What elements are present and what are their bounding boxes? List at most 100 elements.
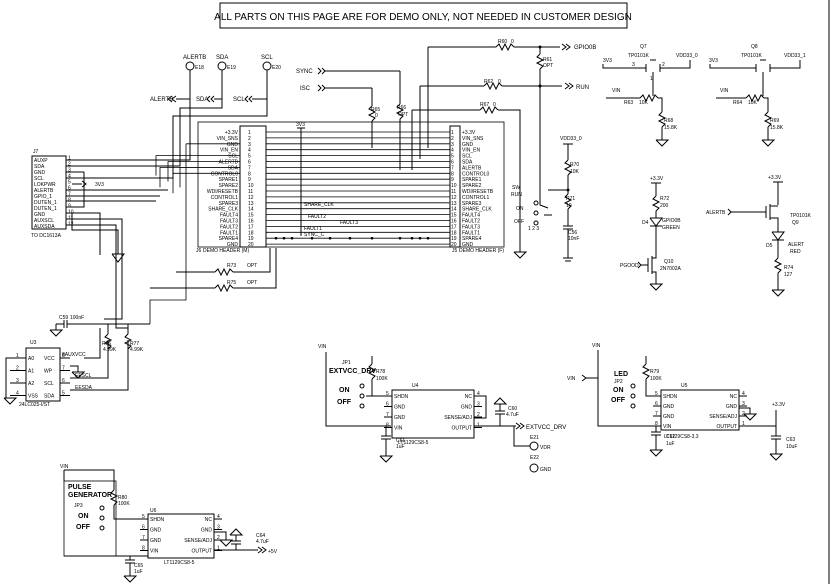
junction-dot <box>418 236 422 240</box>
j6-pin-number: 12 <box>248 195 254 201</box>
resistor-r65: R65 0 <box>367 88 380 148</box>
svg-text:0: 0 <box>375 113 378 119</box>
j6-pin-number: 13 <box>248 201 254 207</box>
svg-text:D5: D5 <box>766 243 773 249</box>
svg-text:OPT: OPT <box>247 263 257 269</box>
j6-pin-label: VIN_EN <box>220 148 238 154</box>
svg-text:E20: E20 <box>272 65 281 71</box>
j7-pin-label: DUTEN_1 <box>34 200 57 206</box>
net-run: RUN <box>564 82 589 91</box>
svg-text:ALERTB: ALERTB <box>706 210 726 216</box>
j6-pin-number: 6 <box>248 160 251 166</box>
j5-pin-number: 9 <box>451 177 454 183</box>
svg-text:VIN: VIN <box>720 88 729 94</box>
svg-text:+3.3V: +3.3V <box>768 175 782 181</box>
j6-pin-label: VIN_SNS <box>217 136 239 142</box>
j6-pin-label: CONTROL1 <box>211 195 238 201</box>
ldo-pin-number: 5 <box>655 391 658 397</box>
j5-pin-label: FAULT2 <box>462 219 480 225</box>
j7-pin-label: ALERTB <box>34 188 54 194</box>
ldo-pin-number: 3 <box>217 525 220 531</box>
junction-dot <box>310 236 314 240</box>
j6-pin-label: SDA <box>228 165 239 171</box>
svg-text:3V3: 3V3 <box>95 182 104 188</box>
j5-pin-label: SPARE1 <box>462 177 482 183</box>
svg-text:R80: R80 <box>118 495 127 501</box>
svg-text:EESDA: EESDA <box>75 385 93 391</box>
capacitor-c62: C62 1uF <box>649 426 675 457</box>
svg-text:U5: U5 <box>681 383 688 389</box>
svg-text:VIN: VIN <box>592 343 601 349</box>
resistor-r61: R61 OPT <box>535 45 553 86</box>
j6-pin-number: 2 <box>248 136 251 142</box>
j7-pin-label: SDA <box>34 164 45 170</box>
svg-text:OPT: OPT <box>398 112 408 118</box>
u3-pin-label: A0 <box>28 356 34 362</box>
svg-text:E18: E18 <box>195 65 204 71</box>
u3-pin-number: 7 <box>62 366 65 372</box>
svg-text:TO DC1613A: TO DC1613A <box>31 233 62 239</box>
ldo-pin-number: 6 <box>142 525 145 531</box>
svg-text:Q7: Q7 <box>640 44 647 50</box>
svg-text:OPT: OPT <box>247 280 257 286</box>
j6-pin-number: 14 <box>248 207 254 213</box>
svg-text:100K: 100K <box>118 501 130 507</box>
j6-pin-label: GND <box>227 142 239 148</box>
pmos-q9: +3.3V ALERTB TP0101K Q9 <box>706 175 812 232</box>
ldo-pin-number: 6 <box>386 402 389 408</box>
j6-pin-number: 18 <box>248 230 254 236</box>
svg-text:PGOOD: PGOOD <box>620 263 639 269</box>
svg-text:R63: R63 <box>624 100 633 106</box>
ldo-pin-label: SHDN <box>663 394 678 400</box>
svg-text:PULSE: PULSE <box>68 484 92 491</box>
ldo-pin-number: 8 <box>655 421 658 427</box>
u3-pin-number: 6 <box>62 378 65 384</box>
header-mid-labels: SHARE_CLK FAULT2 FAULT3 FAULT1 SYNC_C 3V… <box>296 122 358 238</box>
j6-pin-label: SPARE3 <box>219 201 239 207</box>
svg-text:R79: R79 <box>650 369 659 375</box>
j7-rail-3v3: 3V3 <box>72 180 104 188</box>
j6-pin-label: SPARE4 <box>219 236 239 242</box>
j5-pin-label: WDI/RESETB <box>462 189 494 195</box>
svg-text:ON: ON <box>78 513 89 520</box>
j7-pin-label: DUTEN_1 <box>34 206 57 212</box>
junction-dot <box>370 236 374 240</box>
ldo-pin-label: NC <box>205 517 213 523</box>
pmos-q7-drive: VIN R63 10K R68 15.8K <box>606 88 678 147</box>
j6-pin-label: GND <box>227 242 239 248</box>
j5-pin-number: 10 <box>451 183 457 189</box>
capacitor-c61: C61 1uF <box>379 426 405 463</box>
svg-text:VDR: VDR <box>540 445 551 451</box>
svg-text:VDD33_0: VDD33_0 <box>560 136 582 142</box>
svg-text:Q10: Q10 <box>664 259 674 265</box>
j6-pin-label: SPARE1 <box>219 177 239 183</box>
ldo-pin-label: VIN <box>663 424 672 430</box>
svg-text:15.8K: 15.8K <box>770 125 784 131</box>
j5-pin-number: 5 <box>451 154 454 160</box>
net-extvcc-drv: EXTVCC_DRV <box>500 422 566 442</box>
svg-text:VIN: VIN <box>612 88 621 94</box>
resistor-r71: R71 10 <box>563 188 575 226</box>
j6-pin-number: 8 <box>248 171 251 177</box>
pmos-q8-drive: VIN R64 10K R69 15.8K <box>716 88 784 147</box>
j5-pin-label: CONTROL1 <box>462 195 489 201</box>
svg-text:R71: R71 <box>566 196 575 202</box>
j5-pin-label: +3.3V <box>462 130 476 136</box>
j5-pin-number: 6 <box>451 160 454 166</box>
bus-arrow-isc: ISC <box>300 84 372 92</box>
j6-pin-label: SCL <box>228 154 238 160</box>
capacitor-c60: C60 4.7uF <box>474 395 519 427</box>
capacitor-c65: C65 1uF <box>123 556 143 583</box>
ldo-pin-number: 4 <box>217 514 220 520</box>
j5-pin-number: 17 <box>451 224 457 230</box>
junction-dot <box>282 236 286 240</box>
svg-text:JP1: JP1 <box>342 360 351 366</box>
svg-text:R64: R64 <box>733 100 742 106</box>
svg-text:100nF: 100nF <box>70 315 84 321</box>
svg-text:0: 0 <box>498 79 501 85</box>
svg-text:24LC025-I/ST: 24LC025-I/ST <box>19 402 50 408</box>
j7-pin-number: 7 <box>68 192 71 198</box>
j5-pin-label: FAULT1 <box>462 230 480 236</box>
svg-text:3: 3 <box>632 62 635 68</box>
